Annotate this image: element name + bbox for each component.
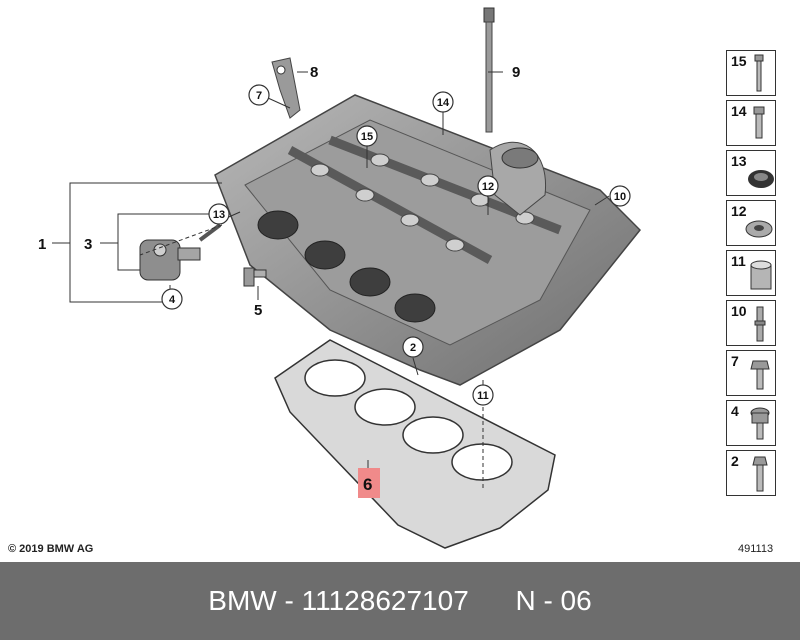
circled-callout-2: 2: [402, 336, 424, 358]
legend-cell-11: 11: [726, 250, 776, 296]
legend-number: 15: [731, 53, 747, 69]
legend-number: 10: [731, 303, 747, 319]
callout-15: 15: [361, 131, 373, 143]
part-number-banner: BMW - 11128627107 N - 06: [0, 562, 800, 640]
dowel-sleeve-icon: [750, 260, 772, 290]
circled-callout-15: 15: [356, 125, 378, 147]
exploded-parts-diagram: 1 3 5 8 9 6 7 14 15 12 10 13 4 2 11: [38, 7, 642, 549]
callout-5: 5: [254, 302, 262, 319]
callout-13: 13: [213, 209, 225, 221]
callout-8: 8: [310, 64, 318, 81]
callout-10: 10: [614, 191, 626, 203]
callout-14: 14: [437, 97, 450, 109]
legend-cell-10: 10: [726, 300, 776, 346]
circled-callout-10: 10: [609, 185, 631, 207]
circled-callout-14: 14: [432, 91, 454, 113]
callout-3: 3: [84, 236, 92, 253]
part-number: 11128627107: [301, 585, 469, 616]
legend-cell-7: 7: [726, 350, 776, 396]
callout-11: 11: [477, 390, 489, 402]
legend-cell-12: 12: [726, 200, 776, 246]
diagram-area: 1 3 5 8 9 6 7 14 15 12 10 13 4 2 11: [38, 7, 642, 549]
parts-legend: 15 14 13 12 11 10: [726, 50, 776, 500]
legend-number: 4: [731, 403, 739, 419]
short-bolt-icon: [753, 106, 765, 139]
legend-number: 7: [731, 353, 739, 369]
washer-icon: [745, 220, 773, 238]
circled-callout-12: 12: [477, 175, 499, 197]
callout-12: 12: [482, 181, 494, 193]
legend-cell-14: 14: [726, 100, 776, 146]
legend-number: 12: [731, 203, 747, 219]
circled-callout-11: 11: [472, 384, 494, 406]
legend-number: 11: [731, 253, 746, 269]
callout-2: 2: [410, 342, 416, 354]
diagram-reference-number: 491113: [738, 543, 774, 555]
head-gasket: [274, 339, 556, 549]
legend-cell-15: 15: [726, 50, 776, 96]
callout-1: 1: [38, 236, 46, 253]
brand-name: BMW: [208, 585, 277, 616]
legend-number: 14: [731, 103, 747, 119]
screw-plug: [243, 267, 267, 287]
callout-9: 9: [512, 64, 520, 81]
plug-screw-icon: [752, 456, 768, 492]
long-bolt-icon: [754, 54, 764, 92]
legend-cell-4: 4: [726, 400, 776, 446]
cylinder-head: [214, 94, 642, 386]
circled-callout-4: 4: [161, 288, 183, 310]
legend-cell-2: 2: [726, 450, 776, 496]
legend-number: 2: [731, 453, 739, 469]
hex-bolt-icon: [750, 360, 770, 390]
legend-number: 13: [731, 153, 747, 169]
camshaft-sensor: [139, 223, 222, 281]
circled-callout-7: 7: [248, 84, 270, 106]
callout-4: 4: [169, 294, 176, 306]
callout-6-highlight: [358, 468, 380, 498]
cylinder-head-bolt: [483, 7, 495, 133]
callout-6: 6: [363, 475, 372, 494]
copyright-notice: © 2019 BMW AG: [8, 543, 94, 555]
diagram-ref: N - 06: [515, 585, 592, 616]
legend-cell-13: 13: [726, 150, 776, 196]
lifting-bracket: [271, 57, 301, 119]
shaft-seal-icon: [748, 170, 774, 188]
circled-callout-13: 13: [208, 203, 230, 225]
callout-7: 7: [256, 90, 262, 102]
fillister-screw-icon: [750, 407, 770, 440]
stud-bolt-icon: [754, 306, 766, 342]
